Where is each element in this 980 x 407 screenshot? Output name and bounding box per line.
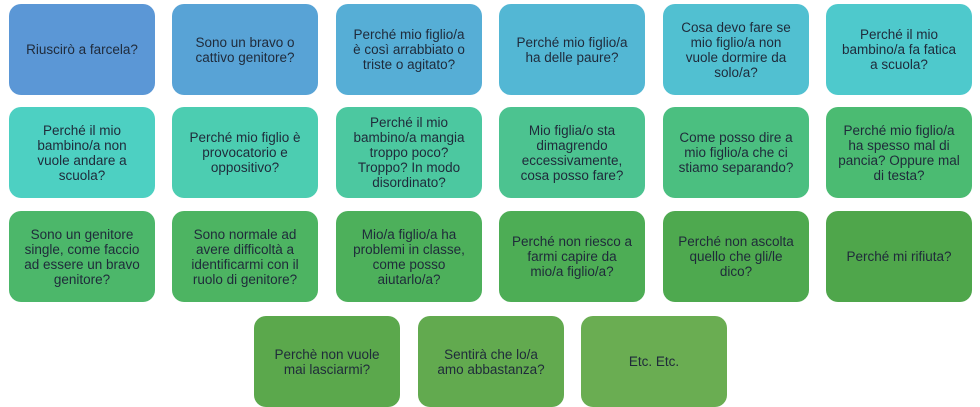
- question-text: Riuscirò a farcela?: [26, 42, 138, 57]
- question-text: Sono un bravo o cattivo genitore?: [195, 34, 295, 65]
- question-text: Perché il mio bambino/a mangia troppo po…: [353, 115, 465, 190]
- question-tile-16: Perché non riesco a farmi capire da mio/…: [499, 211, 645, 302]
- question-tile-13: Sono un genitore single, come faccio ad …: [9, 211, 155, 302]
- question-tile-8: Perché mio figlio è provocatorio e oppos…: [172, 107, 318, 198]
- question-tile-17: Perché non ascolta quello che gli/le dic…: [663, 211, 809, 302]
- question-tile-10: Mio figlia/o sta dimagrendo eccessivamen…: [499, 107, 645, 198]
- question-text: Mio figlia/o sta dimagrendo eccessivamen…: [520, 122, 624, 183]
- question-text: Perchè non vuole mai lasciarmi?: [274, 346, 380, 377]
- question-text: Perché non riesco a farmi capire da mio/…: [511, 234, 633, 279]
- question-text: Etc. Etc.: [628, 354, 680, 369]
- question-text: Come posso dire a mio figlio/a che ci st…: [678, 130, 794, 175]
- question-tile-20: Sentirà che lo/a amo abbastanza?: [418, 316, 564, 407]
- question-text: Sono un genitore single, come faccio ad …: [24, 226, 140, 287]
- question-tile-1: Riuscirò a farcela?: [9, 4, 155, 95]
- question-tile-2: Sono un bravo o cattivo genitore?: [172, 4, 318, 95]
- question-text: Perché non ascolta quello che gli/le dic…: [678, 234, 794, 279]
- question-text: Cosa devo fare se mio figlio/a non vuole…: [681, 19, 791, 80]
- question-tile-21: Etc. Etc.: [581, 316, 727, 407]
- question-tile-9: Perché il mio bambino/a mangia troppo po…: [336, 107, 482, 198]
- question-text: Sono normale ad avere difficoltà a ident…: [191, 226, 299, 287]
- question-tile-5: Cosa devo fare se mio figlio/a non vuole…: [663, 4, 809, 95]
- question-text: Perché il mio bambino/a fa fatica a scuo…: [841, 27, 957, 72]
- question-tile-3: Perché mio figlio/a è così arrabbiato o …: [336, 4, 482, 95]
- question-text: Perché mio figlio/a ha delle paure?: [516, 34, 628, 65]
- question-tile-4: Perché mio figlio/a ha delle paure?: [499, 4, 645, 95]
- question-text: Sentirà che lo/a amo abbastanza?: [437, 346, 545, 377]
- question-text: Perché il mio bambino/a non vuole andare…: [37, 122, 127, 183]
- question-text: Perché mio figlio/a ha spesso mal di pan…: [838, 122, 960, 183]
- question-text: Perché mi rifiuta?: [846, 249, 952, 264]
- question-text: Perché mio figlio/a è così arrabbiato o …: [353, 27, 465, 72]
- question-tile-19: Perchè non vuole mai lasciarmi?: [254, 316, 400, 407]
- question-tile-7: Perché il mio bambino/a non vuole andare…: [9, 107, 155, 198]
- question-tile-15: Mio/a figlio/a ha problemi in classe, co…: [336, 211, 482, 302]
- question-tile-6: Perché il mio bambino/a fa fatica a scuo…: [826, 4, 972, 95]
- question-tile-11: Come posso dire a mio figlio/a che ci st…: [663, 107, 809, 198]
- question-tile-14: Sono normale ad avere difficoltà a ident…: [172, 211, 318, 302]
- question-tile-18: Perché mi rifiuta?: [826, 211, 972, 302]
- question-text: Perché mio figlio è provocatorio e oppos…: [189, 130, 301, 175]
- question-text: Mio/a figlio/a ha problemi in classe, co…: [353, 226, 465, 287]
- question-tile-12: Perché mio figlio/a ha spesso mal di pan…: [826, 107, 972, 198]
